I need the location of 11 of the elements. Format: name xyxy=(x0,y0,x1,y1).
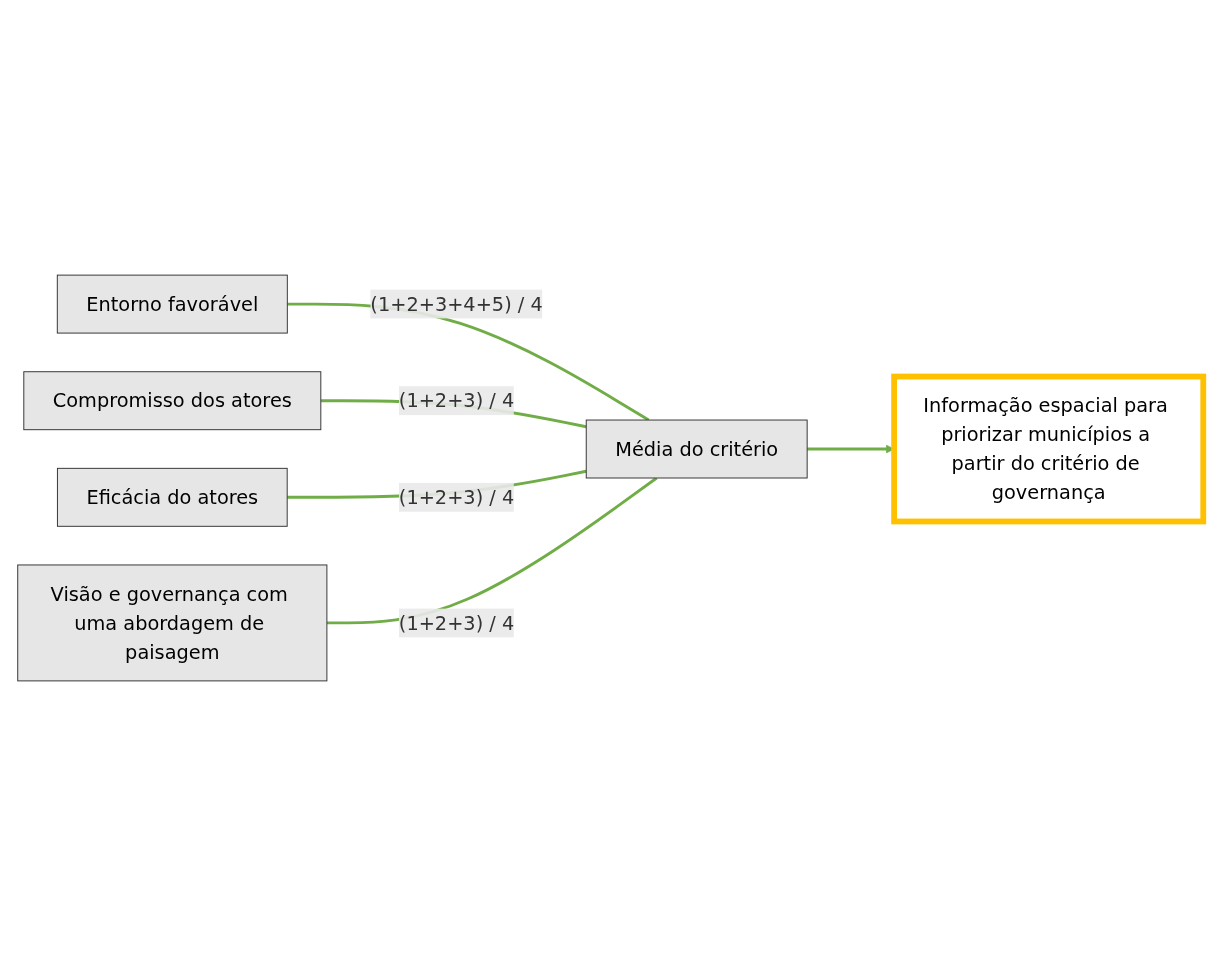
edge-label: (1+2+3) / 4 xyxy=(398,389,515,413)
connector xyxy=(287,302,650,422)
edge-label: (1+2+3+4+5) / 4 xyxy=(370,292,543,316)
node-box: Eficácia do atores xyxy=(56,467,288,527)
node-box: Informação espacial para priorizar municípios a partir do critério de governança xyxy=(891,373,1207,525)
node-box: Compromisso dos atores xyxy=(23,371,322,431)
node-box: Média do critério xyxy=(585,419,808,479)
edge-label: (1+2+3) / 4 xyxy=(398,485,515,509)
edge-label: (1+2+3) / 4 xyxy=(398,611,515,635)
node-box: Visão e governança com uma abordagem de paisagem xyxy=(17,564,328,682)
node-box: Entorno favorável xyxy=(56,274,288,334)
